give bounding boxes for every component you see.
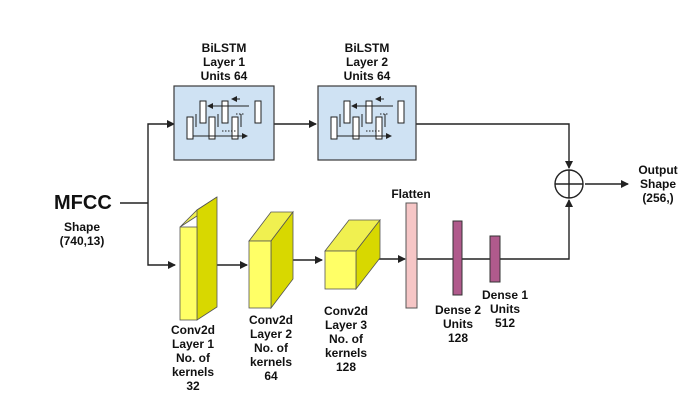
flatten-label: Flatten bbox=[391, 187, 431, 201]
bilstm-layer-2-block bbox=[317, 85, 417, 161]
output-label: Output Shape (256,) bbox=[638, 163, 678, 205]
bilstm-layer-1-label: BiLSTM Layer 1 Units 64 bbox=[200, 41, 248, 83]
conv2d-layer-3-block bbox=[324, 218, 381, 291]
bilstm-layer-2-label: BiLSTM Layer 2 Units 64 bbox=[343, 41, 391, 83]
conv2d-layer-2-label: Conv2d Layer 2 No. of kernels 64 bbox=[248, 313, 293, 383]
branch-top-arrow bbox=[147, 120, 175, 203]
conv2d-layer-3-label: Conv2d Layer 3 No. of kernels 128 bbox=[323, 304, 368, 374]
dense-1-label: Dense 1 Units 512 bbox=[481, 288, 529, 330]
connections bbox=[120, 120, 629, 269]
conv2d-layer-2-block bbox=[248, 210, 294, 310]
dense-1-block bbox=[489, 235, 501, 283]
input-shape-label: Shape (740,13) bbox=[59, 220, 105, 248]
branch-bottom-arrow bbox=[147, 203, 176, 269]
conv2d-layer-1-block bbox=[179, 196, 218, 321]
dense1-to-sum-arrow bbox=[500, 199, 573, 260]
conv2d-layer-1-label: Conv2d Layer 1 No. of kernels 32 bbox=[170, 323, 215, 393]
flatten-block bbox=[405, 202, 418, 309]
bilstm-layer-1-block bbox=[173, 85, 275, 161]
bilstm-cells-icon bbox=[330, 96, 405, 140]
dense-2-block bbox=[452, 220, 463, 296]
sum-node-icon bbox=[554, 169, 584, 199]
dense-2-label: Dense 2 Units 128 bbox=[434, 303, 482, 345]
input-label: MFCC bbox=[54, 192, 112, 214]
bilstm2-to-sum-arrow bbox=[416, 123, 573, 169]
bilstm-cells-icon bbox=[186, 96, 262, 140]
